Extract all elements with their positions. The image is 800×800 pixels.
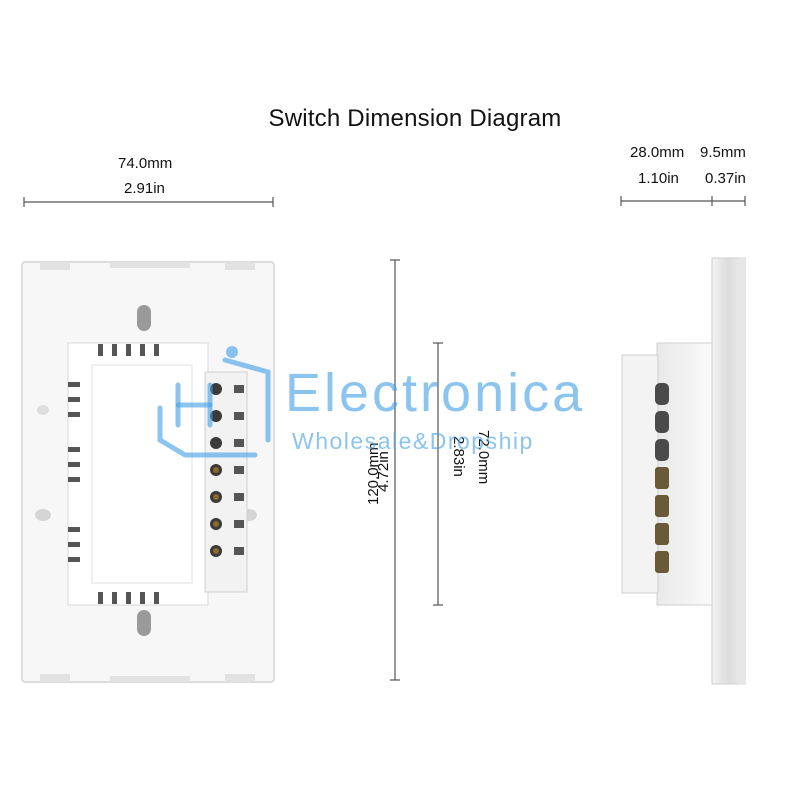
depth-body-in-label: 1.10in <box>638 170 679 187</box>
switch-back-view <box>21 261 275 683</box>
watermark-logo-icon <box>157 346 271 458</box>
inner-height-dimension-line <box>433 342 443 606</box>
depth-panel-mm-label: 9.5mm <box>700 144 746 161</box>
height-dimension-line <box>390 259 400 681</box>
height-in-label: 4.72in <box>375 451 392 492</box>
depth-panel-in-label: 0.37in <box>705 170 746 187</box>
width-in-label: 2.91in <box>124 180 165 197</box>
switch-side-view <box>621 257 746 685</box>
watermark-brand: Electronica <box>285 363 586 423</box>
depth-dimension-line <box>620 196 746 206</box>
width-mm-label: 74.0mm <box>118 155 173 172</box>
watermark-tagline: Wholesale&Dropship <box>292 428 534 454</box>
width-dimension-line <box>23 197 274 207</box>
diagram-title: Switch Dimension Diagram <box>268 105 562 132</box>
depth-body-mm-label: 28.0mm <box>630 144 685 161</box>
